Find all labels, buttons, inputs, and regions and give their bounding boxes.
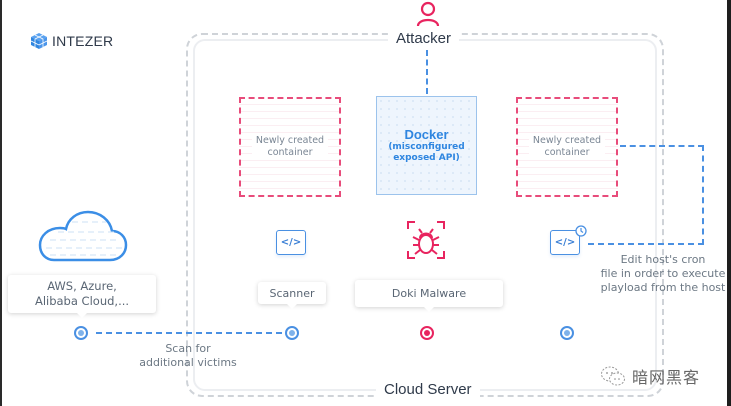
container-label-line2: container (265, 146, 315, 159)
user-icon (416, 1, 440, 27)
scan-note-line1: Scan for (165, 342, 211, 355)
attacker-docker-connector (426, 50, 428, 94)
chat-bubble-icon (601, 366, 625, 386)
cron-note-line1: Edit host's cron (620, 253, 706, 266)
cron-note-line2: file in order to execute (600, 267, 726, 280)
container-label-line2: container (542, 146, 592, 159)
scan-note: Scan for additional victims (128, 342, 248, 370)
cron-note-line3: playload from the host (600, 281, 726, 294)
cloud-server-label: Cloud Server (376, 381, 480, 398)
scan-connector (96, 332, 282, 334)
cloud-icon (38, 210, 128, 262)
cron-connector-top (620, 145, 704, 147)
scanner-code-icon: </> (276, 230, 306, 255)
cloud-providers-line1: AWS, Azure, (47, 279, 117, 293)
cron-code-icon: </> (550, 230, 580, 255)
container-label-line1: Newly created (253, 134, 327, 147)
attacker-label: Attacker (388, 30, 460, 47)
cron-connector-right (702, 145, 704, 245)
cloud-providers-callout: AWS, Azure, Alibaba Cloud,... (8, 275, 156, 318)
scanner-label: Scanner (269, 286, 315, 300)
cube-grid-icon (30, 33, 48, 49)
cron-node-dot (560, 326, 574, 340)
malware-label: Doki Malware (391, 287, 467, 300)
container-label-line1: Newly created (530, 134, 604, 147)
logo-text: INTEZER (52, 33, 114, 49)
clock-icon (575, 225, 587, 237)
malware-node-dot (420, 326, 434, 340)
bug-icon (407, 221, 445, 259)
cloud-node-dot (74, 326, 88, 340)
docker-subtitle-line1: (misconfigured (388, 142, 465, 152)
docker-box: Docker (misconfigured exposed API) (376, 96, 477, 195)
cron-connector-bottom (588, 243, 704, 245)
docker-title: Docker (404, 127, 449, 142)
scanner-node-dot (285, 326, 299, 340)
right-edge (727, 0, 731, 406)
watermark: 暗网黑客 (600, 364, 700, 388)
intezer-logo: INTEZER (30, 32, 113, 50)
scan-note-line2: additional victims (139, 356, 237, 369)
left-edge (0, 0, 2, 406)
watermark-text: 暗网黑客 (632, 368, 701, 387)
malware-callout: Doki Malware (355, 280, 503, 312)
cron-note: Edit host's cron file in order to execut… (598, 253, 728, 295)
scanner-callout: Scanner (258, 282, 326, 309)
docker-subtitle-line2: exposed API) (393, 153, 460, 163)
cloud-providers-line2: Alibaba Cloud,... (34, 294, 130, 308)
